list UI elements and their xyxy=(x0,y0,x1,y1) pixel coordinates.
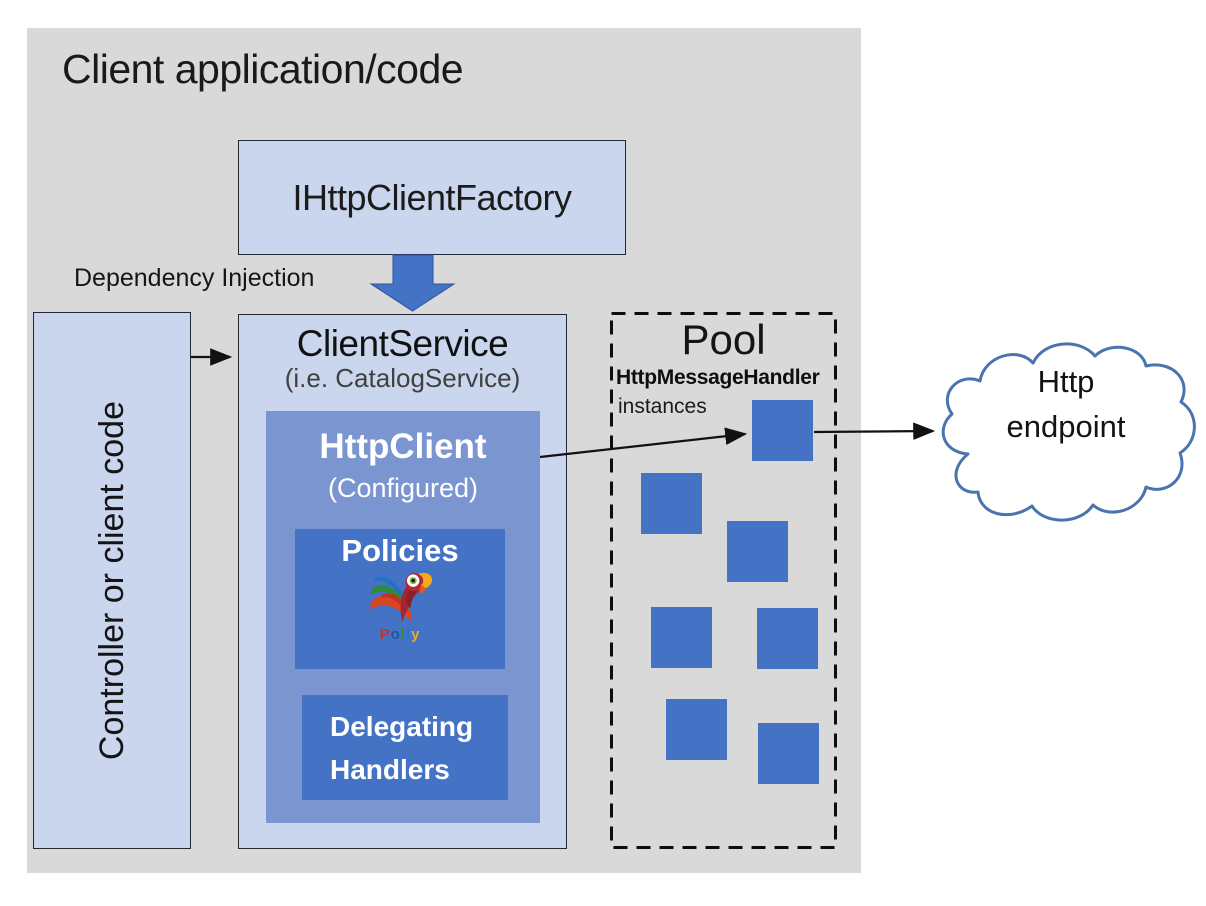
cloud-icon xyxy=(941,342,1196,522)
clientservice-box: ClientService (i.e. CatalogService) Http… xyxy=(238,314,567,849)
polly-letter: P xyxy=(379,626,391,643)
handler-instance-square xyxy=(752,400,813,461)
polly-letter: o xyxy=(390,626,401,643)
pool-handler-type-label: HttpMessageHandler xyxy=(616,366,820,389)
client-application-title: Client application/code xyxy=(62,46,464,92)
httpclient-subtitle: (Configured) xyxy=(327,473,479,503)
delegating-handlers-line2: Handlers xyxy=(330,754,450,786)
clientservice-subtitle: (i.e. CatalogService) xyxy=(284,363,521,393)
http-endpoint-line1: Http xyxy=(1037,364,1095,399)
ihttpclientfactory-label: IHttpClientFactory xyxy=(292,176,572,218)
polly-wordmark: Polly xyxy=(380,627,421,642)
http-endpoint-label: Http endpoint xyxy=(930,360,1202,450)
http-endpoint-line2: endpoint xyxy=(1006,408,1126,444)
policies-box: Policies Polly xyxy=(295,529,505,669)
polly-letter: y xyxy=(411,626,421,643)
pool-dashed-border xyxy=(610,312,837,849)
httpclient-title: HttpClient xyxy=(319,427,487,466)
handler-instance-square xyxy=(651,607,712,668)
handler-instance-square xyxy=(727,521,788,582)
handler-instance-square xyxy=(757,608,818,669)
delegating-handlers-box: Delegating Handlers xyxy=(302,695,508,800)
polly-letter: l xyxy=(405,626,412,643)
handler-instance-square xyxy=(666,699,727,760)
controller-label: Controller or client code xyxy=(92,400,131,761)
policies-title: Policies xyxy=(341,533,459,568)
polly-parrot-icon xyxy=(370,572,433,622)
polly-letter: l xyxy=(400,626,406,643)
controller-box: Controller or client code xyxy=(33,312,191,849)
dependency-injection-label: Dependency Injection xyxy=(74,264,315,292)
pool-box: Pool HttpMessageHandler instances xyxy=(610,312,837,849)
pool-instances-label: instances xyxy=(618,395,707,418)
ihttpclientfactory-box: IHttpClientFactory xyxy=(238,140,626,255)
httpclient-box: HttpClient (Configured) Policies xyxy=(266,411,540,823)
handler-instance-square xyxy=(641,473,702,534)
http-endpoint-cloud: Http endpoint xyxy=(930,336,1202,528)
clientservice-title: ClientService xyxy=(296,323,509,364)
handler-instance-square xyxy=(758,723,819,784)
delegating-handlers-line1: Delegating xyxy=(330,711,474,742)
pool-title: Pool xyxy=(681,316,766,363)
